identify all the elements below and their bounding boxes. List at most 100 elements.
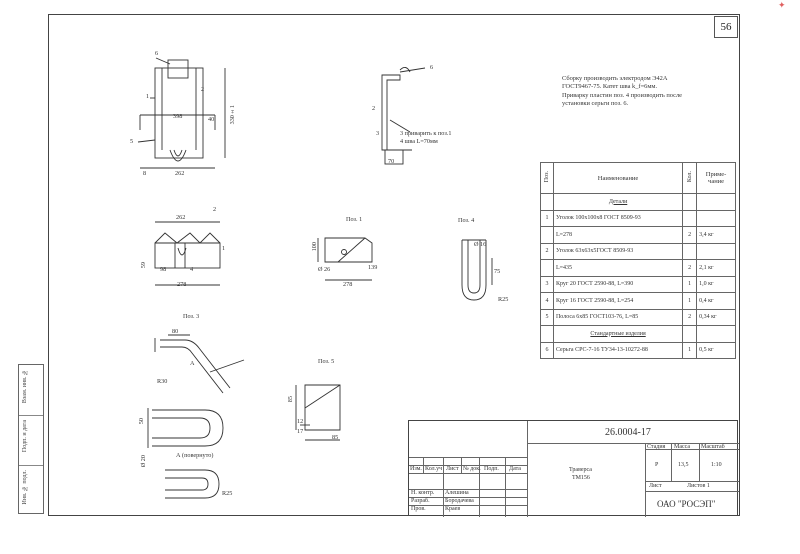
- spec-note: 0,34 кг: [696, 308, 736, 326]
- dimension: R25: [498, 296, 509, 303]
- rev-header-change: Изм.: [410, 466, 422, 472]
- assembly-side-view: [381, 67, 426, 165]
- callout: 2: [372, 105, 376, 112]
- dimension: Ø 20: [140, 455, 147, 468]
- person-name: Краев: [445, 506, 461, 512]
- rev-header-sign: Подп.: [484, 466, 499, 472]
- dimension: R25: [222, 490, 233, 497]
- pos2-view: [154, 221, 221, 286]
- dimension: 8: [143, 170, 147, 177]
- dimension: Ø 26: [318, 266, 331, 273]
- spec-qty: [682, 209, 698, 227]
- sheets-label: Листов 1: [687, 483, 710, 489]
- spec-qty: 2: [682, 308, 698, 326]
- spec-header-name: Наименование: [552, 162, 684, 194]
- spec-qty: 2: [682, 259, 698, 277]
- assembly-notes: Сборку производить электродом Э42А ГОСТ9…: [562, 75, 722, 109]
- dimension: 85: [332, 434, 339, 441]
- drawing-frame: [48, 14, 740, 516]
- spec-name: Серьга СРС-7-16 ТУ34-13-10272-88: [552, 341, 684, 359]
- dimension: 100: [311, 242, 318, 252]
- rev-header-sheet: Лист: [446, 466, 459, 472]
- document-number: 26.0004-17: [605, 427, 651, 438]
- spec-note: 1,0 кг: [696, 275, 736, 293]
- dimension: R30: [157, 378, 168, 385]
- spec-pos: 4: [540, 292, 554, 310]
- dimension: 398: [173, 113, 183, 120]
- spec-header-qty: Кол.: [686, 171, 693, 183]
- dimension: 80: [172, 328, 179, 335]
- spec-note: 2,1 кг: [696, 259, 736, 277]
- scale-value: 1:10: [711, 462, 722, 468]
- spec-name: Полоса 6х85 ГОСТ103-76, L=85: [552, 308, 684, 326]
- assembly-front-view: [137, 57, 226, 169]
- note-line: Сборку производить электродом Э42А: [562, 75, 668, 82]
- callout: 3: [376, 130, 380, 137]
- view-label-pos5: Поз. 5: [318, 358, 335, 365]
- view-label-a: А (повернуто): [176, 452, 214, 459]
- view-label-pos1: Поз. 1: [346, 216, 363, 223]
- spec-note: 0,4 кг: [696, 292, 736, 310]
- weld-note: 4 шва L=70мм: [400, 138, 438, 145]
- spec-qty: 1: [682, 341, 698, 359]
- view-label-pos3: Поз. 3: [183, 313, 200, 320]
- role-label: Н. контр.: [411, 490, 435, 496]
- spec-qty: 2: [682, 226, 698, 244]
- spec-header-note: Приме-чание: [696, 162, 736, 194]
- spec-header-pos: Поз.: [543, 171, 550, 183]
- spec-section-row: Детали: [540, 193, 736, 211]
- spec-section: Детали: [552, 193, 684, 211]
- pos5-view: [295, 384, 341, 441]
- dimension: 70: [388, 158, 395, 165]
- pos1-view: [317, 237, 373, 281]
- spec-note: 3,4 кг: [696, 226, 736, 244]
- spec-pos: 6: [540, 341, 554, 359]
- callout: 2: [213, 206, 217, 213]
- pos3-view: [147, 334, 245, 499]
- specification-table: Поз. Наименование Кол. Приме-чание Детал…: [540, 162, 736, 359]
- spec-note: 0,5 кг: [696, 341, 736, 359]
- spec-name: Круг 16 ГОСТ 2590-88, L=254: [552, 292, 684, 310]
- spec-name: L=435: [552, 259, 684, 277]
- spec-name: Круг 20 ГОСТ 2590-88, L=390: [552, 275, 684, 293]
- spec-pos: 3: [540, 275, 554, 293]
- rev-header-date: Дата: [509, 466, 521, 472]
- callout: 6: [155, 50, 159, 57]
- spec-note: [696, 242, 736, 260]
- callout: 1: [146, 93, 150, 100]
- rev-header-doc: № док.: [463, 466, 481, 472]
- dimension: 262: [176, 214, 186, 221]
- spec-qty: 1: [682, 292, 698, 310]
- callout: 2: [201, 86, 205, 93]
- dimension: 59: [140, 262, 147, 269]
- spec-note: [696, 209, 736, 227]
- stage-header: Стадия: [647, 444, 666, 450]
- page-number: 56: [714, 16, 738, 38]
- dimension: Ø 16: [474, 241, 487, 248]
- company-name: ОАО "РОСЭП": [657, 499, 716, 509]
- drawing-title: Траверса: [569, 467, 592, 473]
- spec-qty: 1: [682, 275, 698, 293]
- dimension: 50: [138, 418, 145, 425]
- spec-pos: 1: [540, 209, 554, 227]
- person-name: Бородачева: [445, 498, 474, 504]
- weld-note: 3 приварить к поз.1: [400, 130, 452, 137]
- spec-section-row: Стандартные изделия: [540, 325, 736, 343]
- callout: А: [190, 360, 195, 367]
- spec-name: Уголок 63х63х5ГОСТ 8509-93: [552, 242, 684, 260]
- dimension: 75: [494, 268, 501, 275]
- view-label-pos4: Поз. 4: [458, 217, 475, 224]
- dimension: 278: [343, 281, 353, 288]
- callout: 6: [430, 64, 434, 71]
- note-line: Приварку пластин поз. 4 производить посл…: [562, 91, 682, 99]
- role-label: Пров.: [411, 506, 426, 512]
- note-line: установки серьги поз. 6.: [562, 100, 629, 108]
- spec-name: Уголок 100х100х8 ГОСТ 8509-93: [552, 209, 684, 227]
